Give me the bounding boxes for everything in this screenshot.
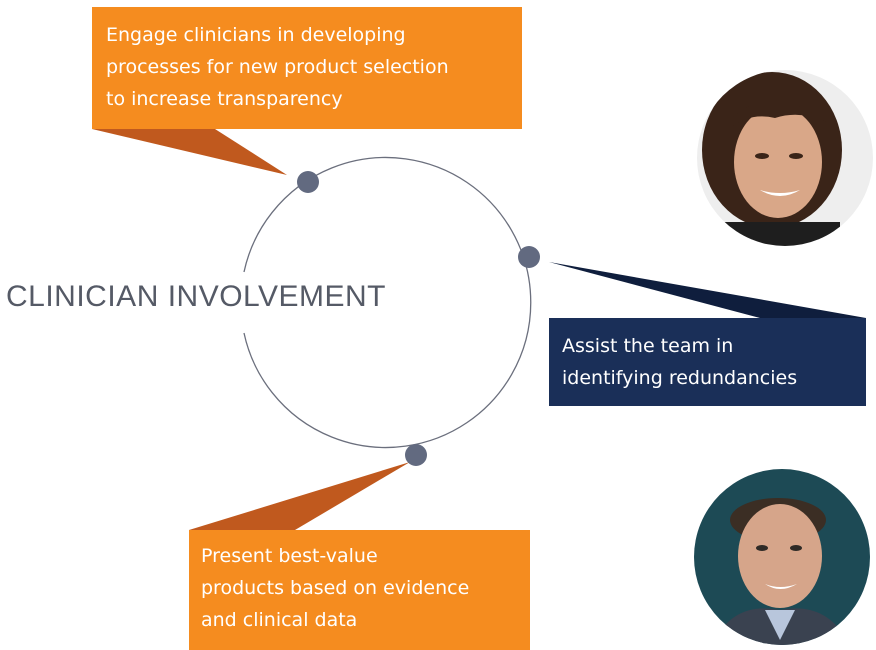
callout-text-line: Present best-value — [201, 545, 378, 567]
callout-engage-clinicians: Engage clinicians in developing processe… — [92, 7, 522, 129]
callout-assist-team: Assist the team in identifying redundanc… — [549, 318, 866, 406]
top-callout-pointer — [92, 129, 287, 175]
callout-text-line: processes for new product selection — [106, 56, 449, 78]
callout-text-line: Engage clinicians in developing — [106, 24, 406, 46]
node-top — [297, 171, 319, 193]
diagram-title: CLINICIAN INVOLVEMENT — [6, 280, 387, 313]
callout-text-line: Assist the team in — [562, 335, 734, 357]
bottom-callout-pointer — [189, 462, 410, 530]
callout-text-line: and clinical data — [201, 609, 358, 631]
right-callout-pointer — [549, 262, 866, 318]
callout-present-products: Present best-value products based on evi… — [189, 530, 530, 650]
callout-text-line: identifying redundancies — [562, 367, 798, 389]
node-right — [518, 246, 540, 268]
callout-text-line: to increase transparency — [106, 88, 343, 110]
callout-text-line: products based on evidence — [201, 577, 470, 599]
clinician-photo-man — [694, 469, 870, 645]
cycle-ring-upper — [243, 156, 532, 449]
clinician-photo-woman — [697, 70, 873, 246]
node-bottom — [405, 444, 427, 466]
